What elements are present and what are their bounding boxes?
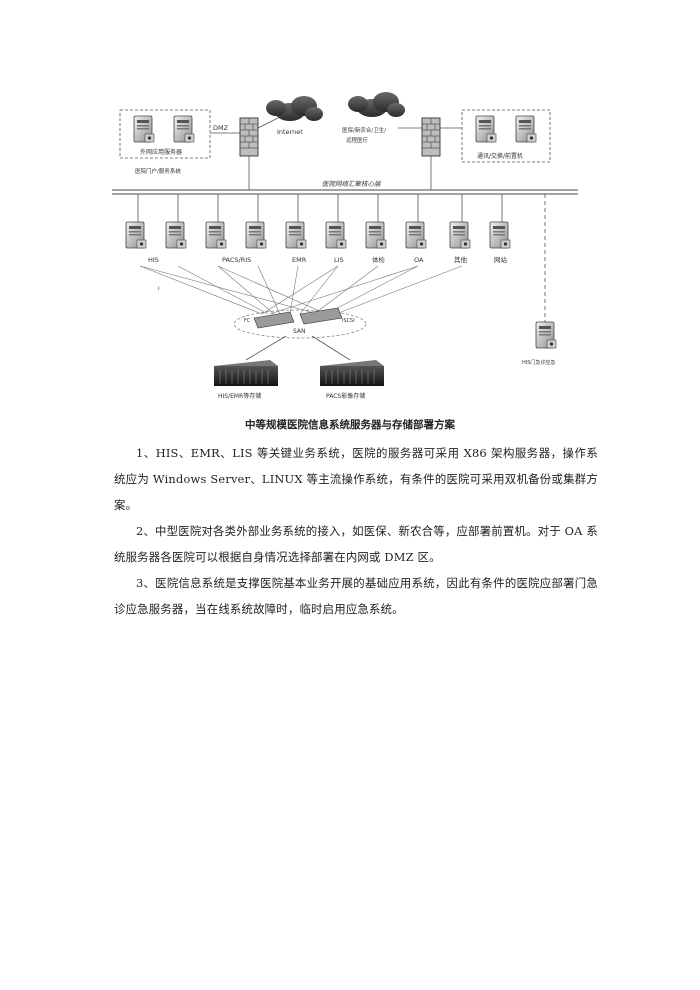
pacs-server-icon [205, 221, 227, 249]
paragraph-3: 3、医院信息系统是支撑医院基本业务开展的基础应用系统，因此有条件的医院应部署门急… [114, 576, 598, 616]
fc-label: FC [244, 318, 251, 324]
fc-switch-icon [253, 311, 295, 329]
emergency-server-icon [535, 321, 557, 349]
server-label-lis: LIS [334, 256, 344, 264]
dmz-label: DMZ [213, 124, 229, 132]
server-label-emr: EMR [292, 256, 307, 264]
paragraph-2: 2、中型医院对各类外部业务系统的接入，如医保、新农合等，应部署前置机。对于 OA… [114, 524, 598, 564]
portal-server-label: 外网应用服务器 [140, 148, 182, 156]
external-cloud-icon [348, 92, 405, 117]
exam-server-icon [365, 221, 387, 249]
iscsi-label: iSCSI [342, 318, 355, 324]
internet-cloud-icon [266, 96, 323, 121]
server-label-other: 其他 [454, 255, 468, 264]
pacs-storage-icon [320, 360, 384, 386]
server-label-pacs: PACS/RIS [222, 256, 251, 264]
portal-server-icon [133, 115, 155, 143]
portal-server-icon [173, 115, 195, 143]
figure-caption: 中等规模医院信息系统服务器与存储部署方案 [245, 419, 455, 431]
storage-left-label: HIS/EMR等存储 [218, 392, 261, 400]
server-label-website: 网站 [494, 255, 508, 264]
san-links [139, 265, 463, 315]
firewall-right-icon [421, 117, 441, 157]
portal-group-label: 医院门户/服务系统 [135, 167, 181, 175]
his-server-icon [125, 221, 147, 249]
emr-server-icon [285, 221, 307, 249]
lis-server-icon [325, 221, 347, 249]
external-cloud-label-line: 医保/新农合/卫生/ [342, 126, 386, 134]
frontend-server-icon [515, 115, 537, 143]
core-network-label: 医院网络汇聚核心层 [322, 180, 382, 188]
san-label: SAN [293, 328, 306, 335]
pacs-server-icon [245, 221, 267, 249]
dmz-zone-box [119, 109, 211, 159]
other-server-icon [449, 221, 471, 249]
san-zone [233, 309, 367, 339]
network-deployment-diagram: 外网应用服务器 医院门户/服务系统 DMZ Internet 医保/新农合/卫生… [112, 92, 578, 400]
frontend-label: 通讯/交换/前置机 [477, 152, 523, 160]
internet-label: Internet [277, 128, 303, 136]
website-server-icon [489, 221, 511, 249]
external-cloud-label-line: 远程医疗 [346, 136, 369, 144]
emergency-label: HIS门急诊应急 [522, 359, 555, 366]
storage-right-label: PACS影像存储 [326, 392, 365, 400]
svg-text:ı: ı [158, 285, 160, 292]
server-label-oa: OA [414, 256, 424, 264]
paragraph-1: 1、HIS、EMR、LIS 等关键业务系统，医院的服务器可采用 X86 架构服务… [114, 446, 598, 512]
his-emr-storage-icon [214, 360, 278, 386]
iscsi-switch-icon [299, 307, 343, 325]
oa-server-icon [405, 221, 427, 249]
firewall-left-icon [239, 117, 259, 157]
frontend-server-icon [475, 115, 497, 143]
server-label-his: HIS [148, 256, 159, 264]
server-label-exam: 体检 [372, 255, 386, 264]
his-server-icon [165, 221, 187, 249]
